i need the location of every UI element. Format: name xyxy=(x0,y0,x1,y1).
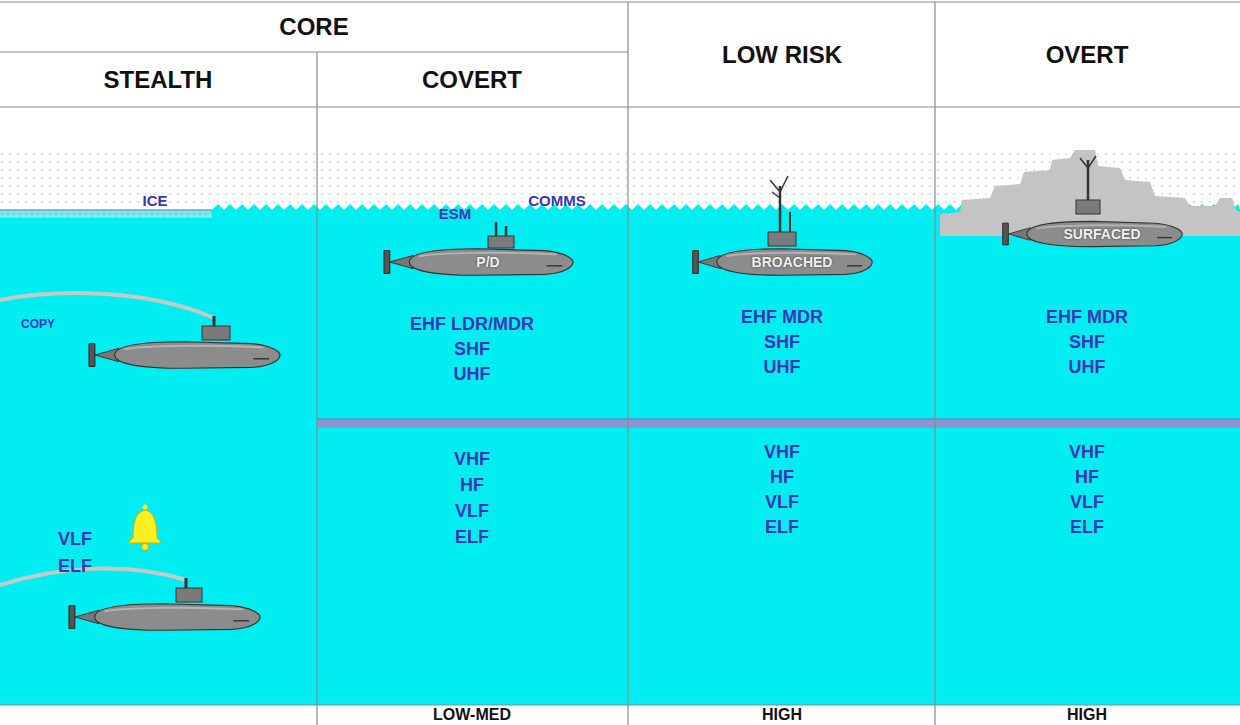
frequency-band: VLF xyxy=(455,502,489,522)
frequency-band: UHF xyxy=(1069,358,1106,378)
frequency-band: HF xyxy=(460,476,484,496)
frequency-band: EHF LDR/MDR xyxy=(410,315,534,335)
risk-level: LOW-MED xyxy=(433,706,511,724)
frequency-band: VLF xyxy=(58,530,92,550)
antenna-label: ESM xyxy=(439,206,472,223)
ice-label: ICE xyxy=(142,193,167,210)
frequency-band: SHF xyxy=(764,333,800,353)
antenna-label: COMMS xyxy=(528,193,586,210)
frequency-band: ELF xyxy=(1070,518,1104,538)
frequency-band: HF xyxy=(1075,468,1099,488)
submarine-hull: SURFACED xyxy=(999,216,1185,252)
frequency-band: UHF xyxy=(764,358,801,378)
frequency-band: EHF MDR xyxy=(741,308,823,328)
frequency-band: HF xyxy=(770,468,794,488)
frequency-band: ELF xyxy=(765,518,799,538)
risk-level: HIGH xyxy=(762,706,802,724)
frequency-band: VHF xyxy=(1069,443,1105,463)
frequency-band: SHF xyxy=(1069,333,1105,353)
frequency-band: ELF xyxy=(455,528,489,548)
wire-label: COPY xyxy=(21,318,55,331)
frequency-band: VLF xyxy=(765,493,799,513)
frequency-band: UHF xyxy=(454,365,491,385)
column-header: LOW RISK xyxy=(722,42,842,68)
submarine-hull: BROACHED xyxy=(689,243,875,281)
frequency-band: VHF xyxy=(764,443,800,463)
frequency-band: VHF xyxy=(454,450,490,470)
frequency-band: VLF xyxy=(1070,493,1104,513)
column-group-header: CORE xyxy=(279,14,348,40)
frequency-band: EHF MDR xyxy=(1046,308,1128,328)
column-header: STEALTH xyxy=(104,67,213,93)
hull-label: SURFACED xyxy=(999,226,1185,242)
hull-label: P/D xyxy=(380,254,576,270)
risk-level: HIGH xyxy=(1067,706,1107,724)
column-header: COVERT xyxy=(422,67,522,93)
submarine-hull: P/D xyxy=(380,243,576,281)
frequency-band: ELF xyxy=(58,557,92,577)
hull-label: BROACHED xyxy=(689,254,875,270)
frequency-band: SHF xyxy=(454,340,490,360)
column-header: OVERT xyxy=(1046,42,1129,68)
